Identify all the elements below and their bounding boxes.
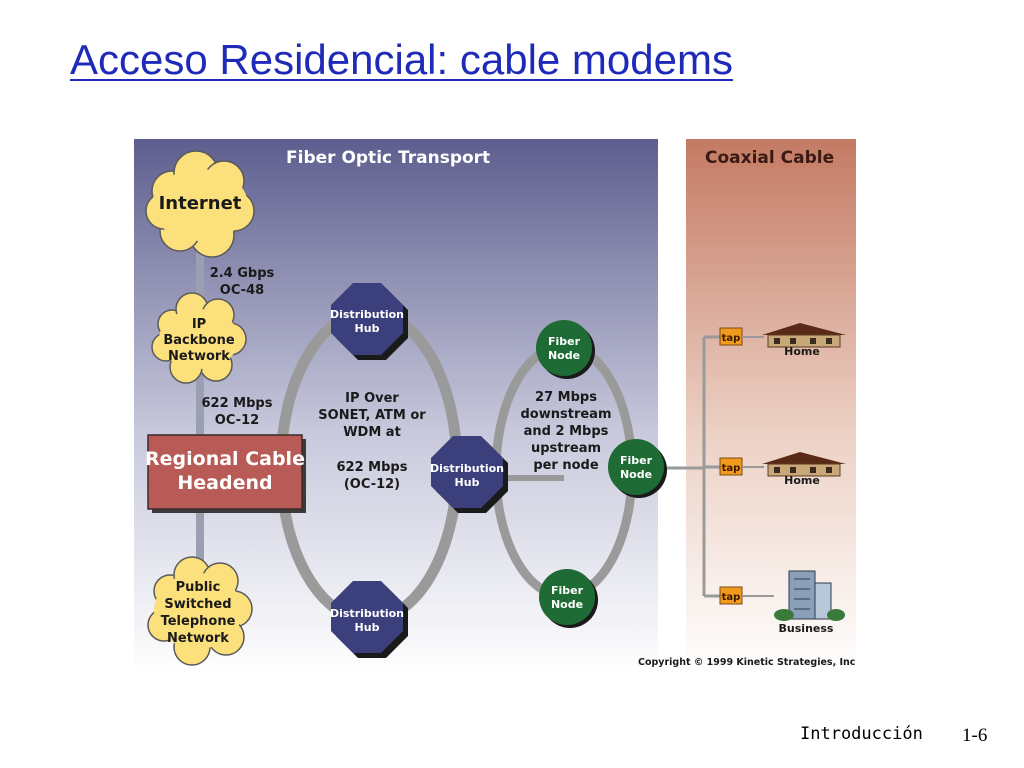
fiber-node-top: Fiber Node: [536, 320, 595, 379]
svg-text:Fiber: Fiber: [620, 454, 653, 467]
svg-text:Fiber: Fiber: [548, 335, 581, 348]
svg-text:WDM at: WDM at: [343, 425, 401, 440]
svg-text:tap: tap: [722, 333, 741, 344]
fiber-section-title: Fiber Optic Transport: [286, 148, 490, 168]
svg-text:Hub: Hub: [455, 476, 480, 489]
svg-text:per node: per node: [533, 458, 599, 473]
distribution-hub-right: Distribution Hub: [430, 436, 508, 513]
svg-text:Distribution: Distribution: [330, 308, 404, 321]
fiber-node-bottom: Fiber Node: [539, 569, 598, 628]
svg-text:Hub: Hub: [355, 621, 380, 634]
home-icon: [762, 323, 846, 348]
business-building-icon: [774, 570, 845, 621]
coax-section-title: Coaxial Cable: [705, 148, 834, 168]
copyright-text: Copyright © 1999 Kinetic Strategies, Inc…: [638, 657, 856, 668]
svg-text:2.4 Gbps: 2.4 Gbps: [210, 266, 275, 281]
svg-text:upstream: upstream: [531, 441, 601, 456]
svg-text:Distribution: Distribution: [330, 607, 404, 620]
svg-text:Headend: Headend: [177, 472, 272, 494]
home-label-1: Home: [784, 345, 820, 358]
svg-text:Network: Network: [167, 631, 229, 646]
ip-backbone-cloud: IP Backbone Network: [151, 292, 247, 384]
tap-business: tap: [719, 586, 743, 605]
fiber-node-right: Fiber Node: [608, 439, 667, 498]
svg-text:Node: Node: [548, 349, 580, 362]
home-label-2: Home: [784, 474, 820, 487]
backbone-link-label: 622 Mbps OC-12: [202, 396, 273, 428]
svg-text:(OC-12): (OC-12): [344, 477, 400, 492]
svg-text:Node: Node: [620, 468, 652, 481]
cable-network-diagram: Fiber Optic Transport Coaxial Cable Inte…: [134, 139, 856, 674]
svg-text:tap: tap: [722, 592, 741, 603]
ring-protocol-text: IP Over SONET, ATM or WDM at 622 Mbps (O…: [318, 391, 426, 492]
svg-text:Backbone: Backbone: [163, 333, 235, 348]
svg-text:622 Mbps: 622 Mbps: [337, 460, 408, 475]
distribution-hub-bottom: Distribution Hub: [330, 581, 408, 658]
node-bandwidth-text: 27 Mbps downstream and 2 Mbps upstream p…: [521, 390, 612, 473]
svg-text:Regional Cable: Regional Cable: [145, 448, 305, 470]
page-number: 1-6: [962, 725, 988, 746]
svg-text:Network: Network: [168, 349, 230, 364]
tap-home-1: tap: [719, 327, 743, 346]
svg-text:OC-48: OC-48: [220, 283, 264, 298]
svg-text:SONET, ATM or: SONET, ATM or: [318, 408, 426, 423]
home-icon: [762, 452, 846, 477]
svg-text:Node: Node: [551, 598, 583, 611]
svg-text:Fiber: Fiber: [551, 584, 584, 597]
svg-text:Distribution: Distribution: [430, 462, 504, 475]
svg-text:Switched: Switched: [164, 597, 231, 612]
footer-section-label: Introducción: [800, 724, 923, 744]
svg-text:IP: IP: [192, 317, 206, 332]
internet-link-label: 2.4 Gbps OC-48: [210, 266, 275, 298]
svg-text:OC-12: OC-12: [215, 413, 259, 428]
svg-text:Hub: Hub: [355, 322, 380, 335]
svg-text:Telephone: Telephone: [161, 614, 236, 629]
svg-text:Public: Public: [176, 580, 221, 595]
internet-cloud: Internet: [145, 150, 255, 258]
svg-text:IP Over: IP Over: [345, 391, 399, 406]
regional-cable-headend: Regional Cable Headend: [145, 434, 306, 513]
distribution-hub-top: Distribution Hub: [330, 283, 408, 360]
svg-text:622 Mbps: 622 Mbps: [202, 396, 273, 411]
tap-home-2: tap: [719, 457, 743, 476]
slide-title: Acceso Residencial: cable modems: [70, 36, 733, 83]
business-label: Business: [779, 622, 834, 635]
svg-text:27 Mbps: 27 Mbps: [535, 390, 597, 405]
svg-text:downstream: downstream: [521, 407, 612, 422]
pstn-cloud: Public Switched Telephone Network: [147, 556, 253, 666]
svg-text:and 2 Mbps: and 2 Mbps: [524, 424, 609, 439]
svg-text:tap: tap: [722, 463, 741, 474]
internet-label: Internet: [159, 193, 242, 214]
